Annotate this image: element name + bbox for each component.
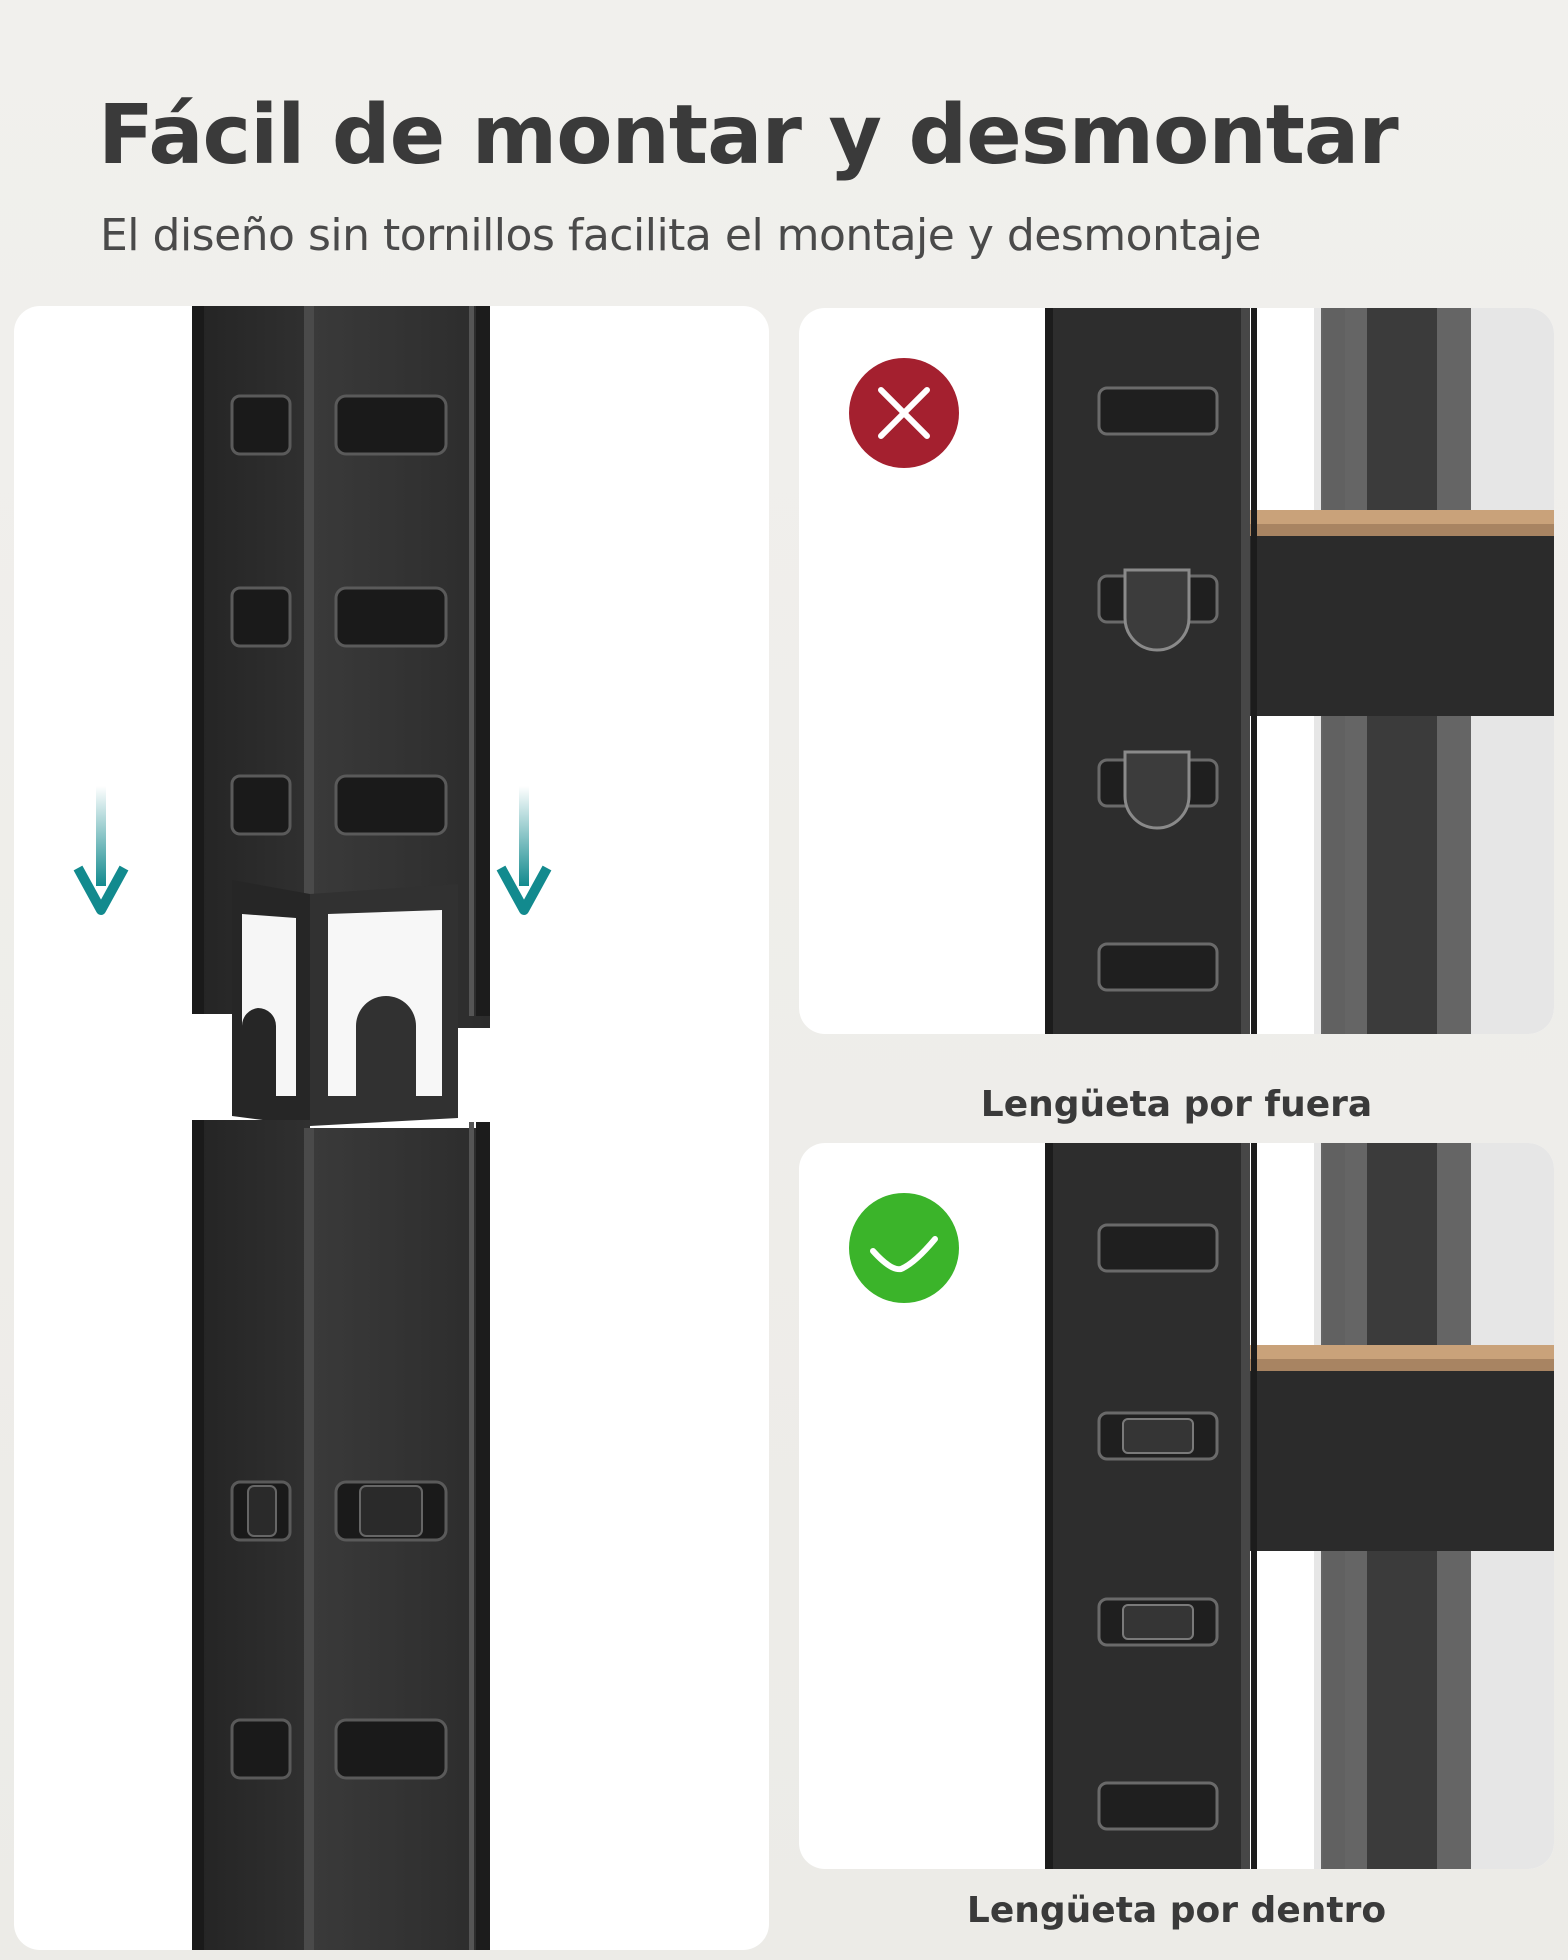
check-icon	[870, 1236, 938, 1273]
tab-outside-illustration	[1045, 308, 1554, 1034]
page-subtitle: El diseño sin tornillos facilita el mont…	[100, 210, 1261, 261]
wrong-status-badge	[849, 358, 959, 468]
tab-inside-illustration	[1045, 1143, 1554, 1869]
correct-status-badge	[849, 1193, 959, 1303]
upper-upright-post	[192, 306, 490, 1028]
assembly-illustration-card	[14, 306, 769, 1950]
connector-tab	[232, 880, 458, 1126]
down-arrow-left-icon	[73, 786, 129, 915]
caption-tab-outside: Lengüeta por fuera	[980, 1084, 1373, 1125]
caption-tab-inside: Lengüeta por dentro	[966, 1890, 1387, 1931]
tab-inside-example-card	[799, 1143, 1554, 1869]
upright-assembly-illustration	[73, 306, 552, 1950]
page-title: Fácil de montar y desmontar	[98, 88, 1399, 183]
down-arrow-right-icon	[496, 786, 552, 915]
x-icon	[878, 387, 930, 439]
lower-upright-post	[192, 1120, 490, 1950]
